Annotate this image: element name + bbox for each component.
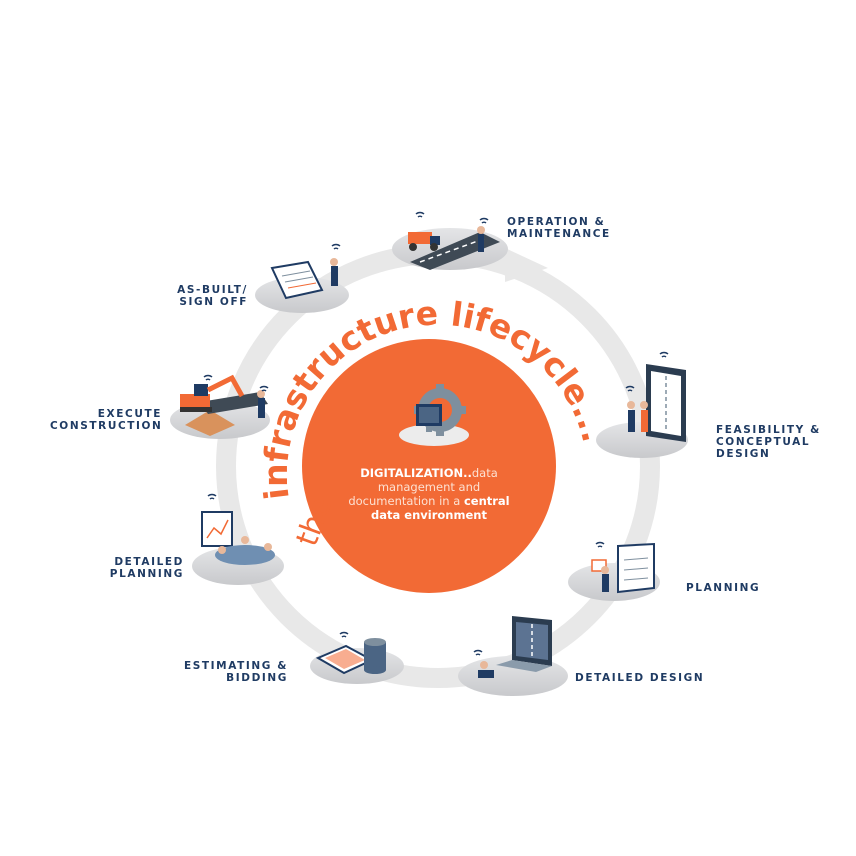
excavator-icon [180, 374, 245, 412]
wifi-icon [473, 649, 483, 656]
wifi-icon [207, 493, 217, 500]
clipboard-icon [270, 260, 324, 300]
stage-detailed-design-illustration [458, 616, 568, 696]
wifi-icon [595, 541, 605, 548]
tablet-icon [646, 364, 686, 442]
wifi-icon [415, 211, 425, 218]
stage-detailed-planning-illustration [192, 493, 284, 585]
truck-icon [408, 232, 440, 251]
stage-estimating-illustration [310, 631, 404, 684]
stage-operation-illustration [392, 211, 508, 270]
laptop-icon [496, 616, 552, 672]
wifi-icon [659, 351, 669, 358]
calendar-icon [617, 542, 655, 594]
center-description: DIGITALIZATION..data management and docu… [342, 466, 516, 522]
wifi-icon [259, 385, 269, 392]
stage-execute-illustration [170, 374, 270, 439]
label-planning: PLANNING [686, 582, 761, 594]
center-circle [302, 339, 556, 593]
ring-arrow-icon [505, 248, 548, 282]
label-estimating: ESTIMATING &BIDDING [183, 660, 288, 684]
calculator-icon [315, 644, 375, 675]
stage-feasibility-illustration [596, 351, 688, 458]
monitor-icon [416, 404, 442, 432]
center-text-1: data management and documentation in a [348, 466, 498, 508]
label-detailed-design: DETAILED DESIGN [575, 672, 705, 684]
wifi-icon [331, 243, 341, 250]
wifi-icon [625, 385, 635, 392]
coin-stack-icon [364, 638, 386, 674]
stage-asbuilt-illustration [255, 243, 349, 313]
label-asbuilt: AS-BUILT/SIGN OFF [177, 284, 248, 308]
wifi-icon [203, 374, 213, 381]
wifi-icon [339, 631, 349, 638]
center-highlight-2: central data environment [371, 494, 510, 522]
stage-planning-illustration [568, 541, 660, 601]
center-highlight: DIGITALIZATION.. [360, 466, 472, 480]
label-operation: OPERATION &MAINTENANCE [507, 216, 611, 240]
wifi-icon [479, 217, 489, 224]
